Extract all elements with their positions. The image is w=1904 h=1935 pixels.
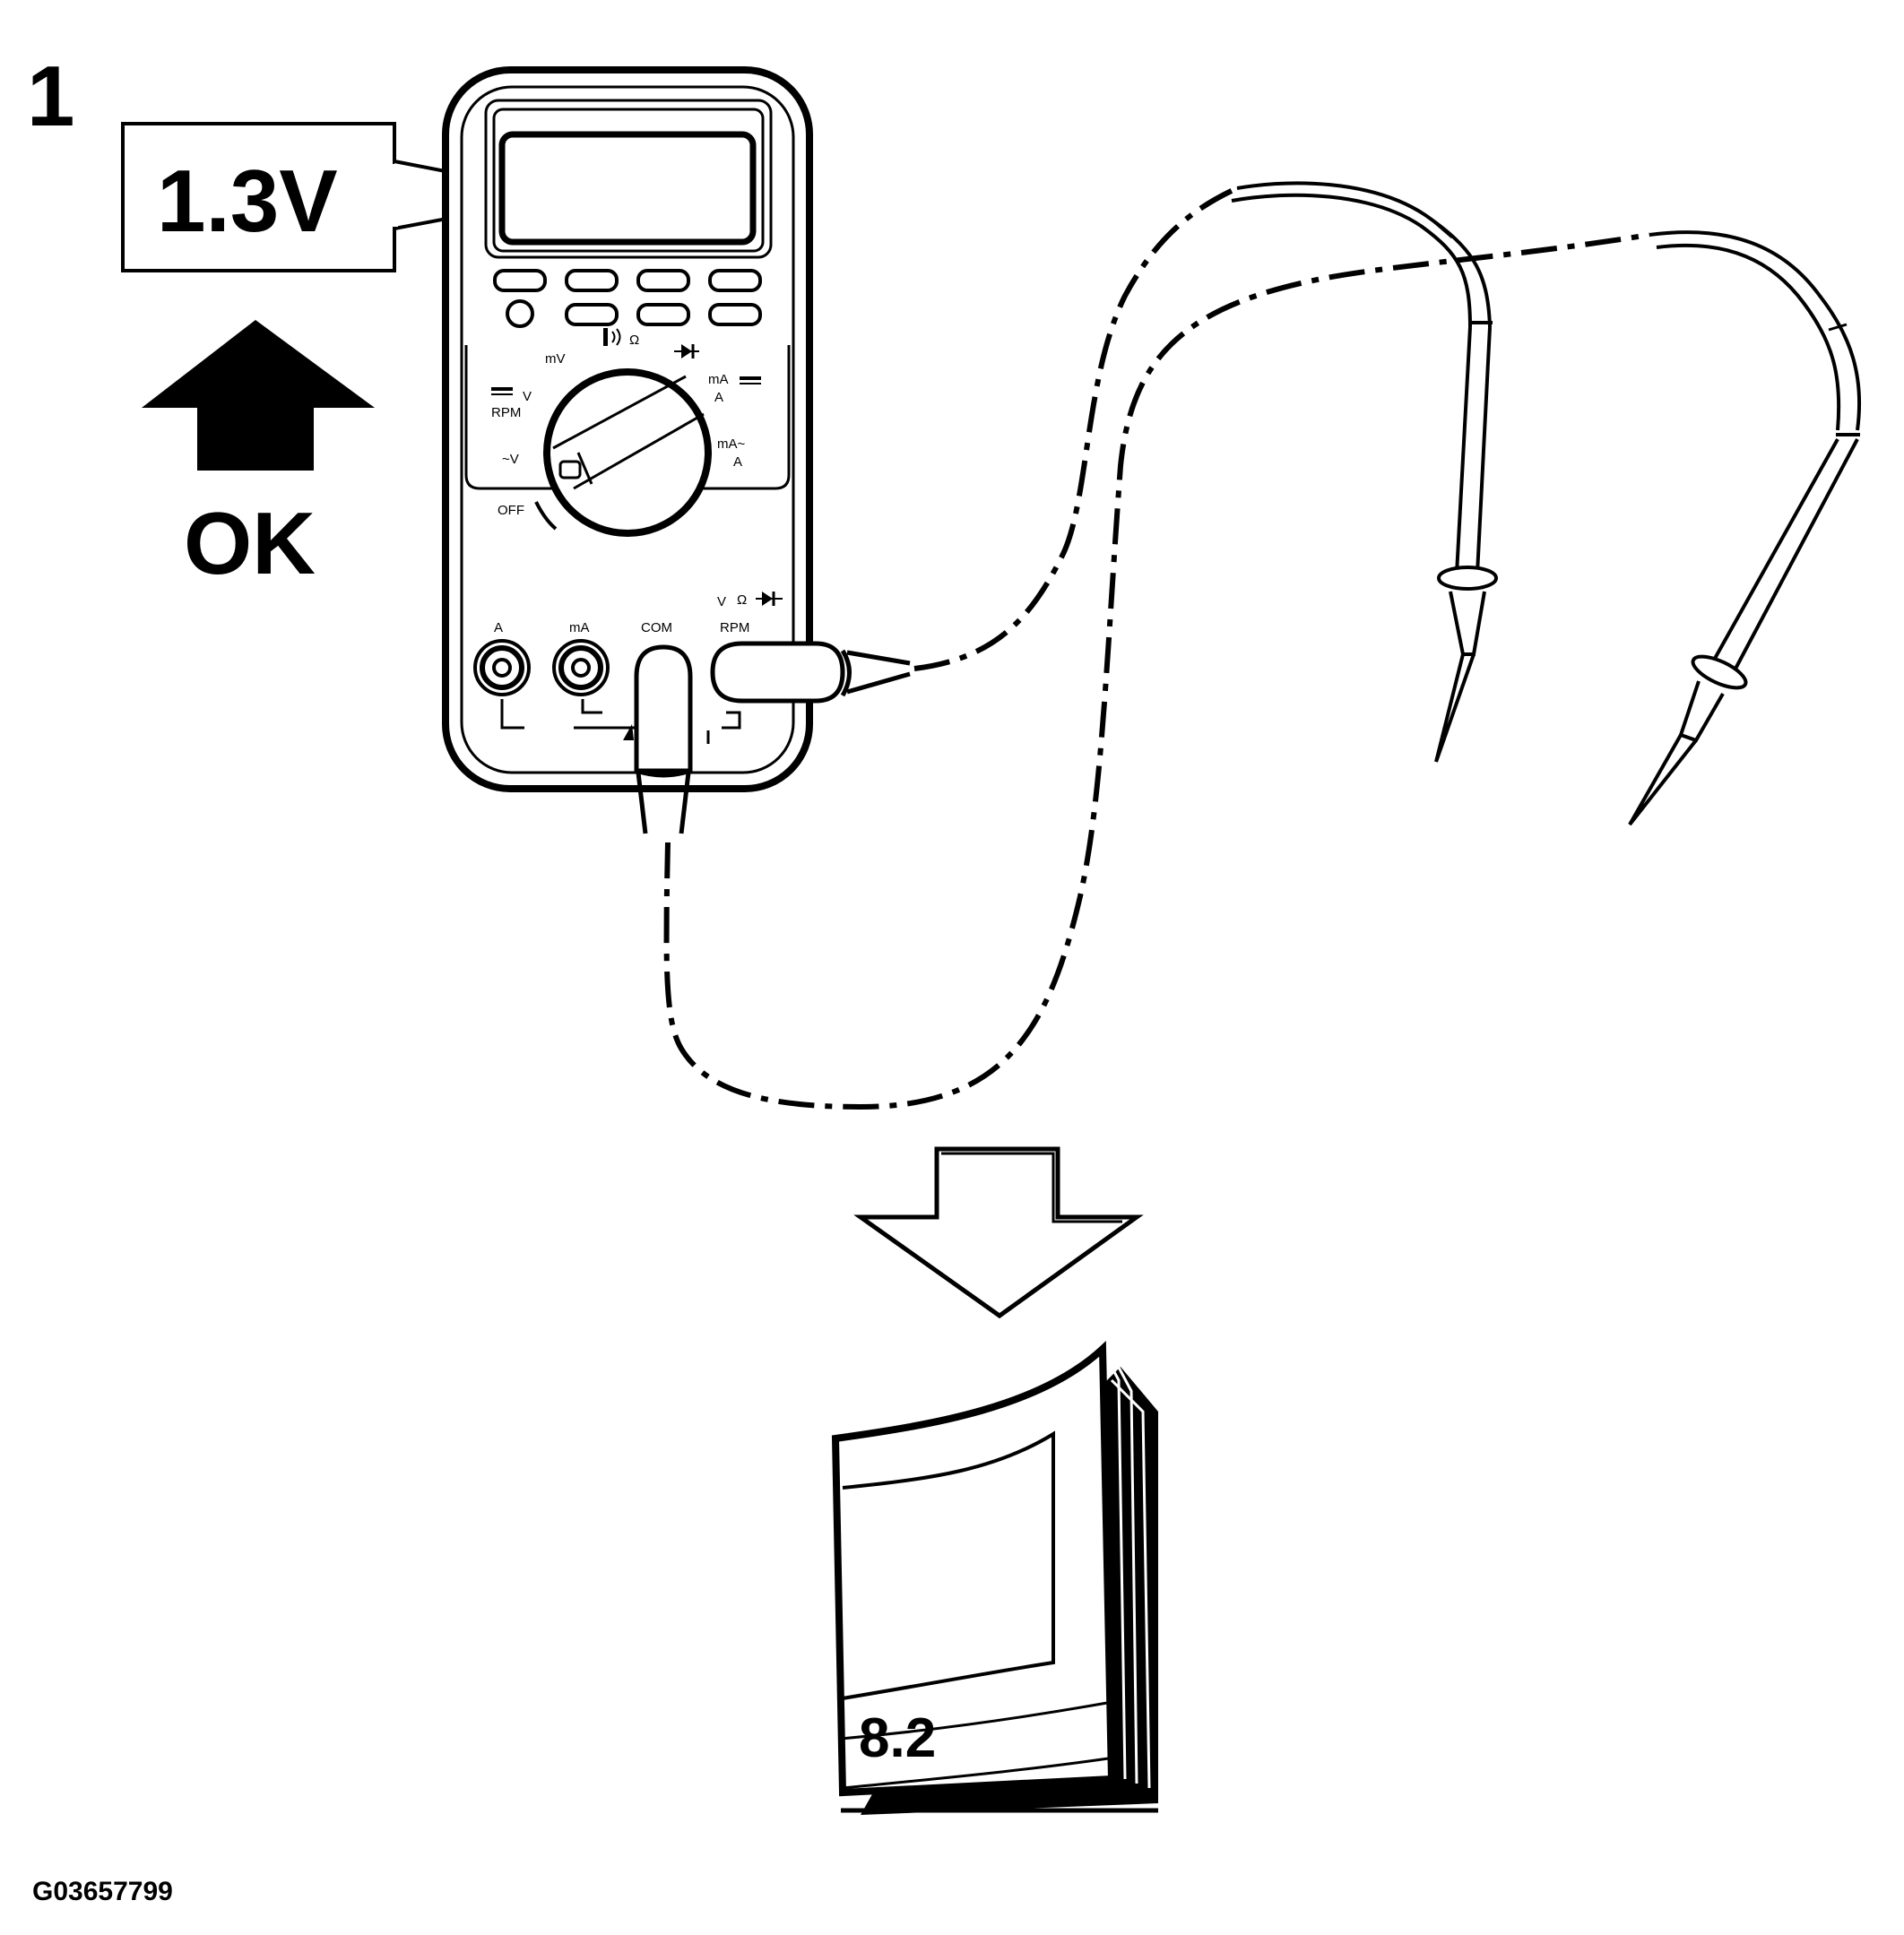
port-a bbox=[473, 639, 531, 696]
dial-label-a-ac: A bbox=[733, 454, 742, 470]
test-leads bbox=[663, 186, 1650, 1110]
dial-label-ohm: Ω bbox=[629, 333, 639, 348]
dc-symbol-icon bbox=[740, 376, 761, 384]
dc-symbol-icon bbox=[491, 387, 513, 395]
v-plug bbox=[710, 641, 911, 704]
manual-section-label: 8.2 bbox=[859, 1707, 936, 1769]
com-plug bbox=[634, 644, 693, 834]
dial-label-dc-v: V bbox=[523, 389, 532, 404]
port-label-v: V bbox=[717, 594, 726, 609]
ok-up-arrow-icon bbox=[142, 320, 375, 471]
dial-label-ma-dc: mA bbox=[708, 372, 729, 387]
port-ma bbox=[552, 639, 610, 696]
dial-label-ac-v: ~V bbox=[502, 452, 519, 467]
dial-labels: mV V RPM ~V OFF Ω mA bbox=[491, 328, 761, 518]
continuity-icon bbox=[603, 328, 621, 346]
probe-2 bbox=[1628, 230, 1862, 826]
port-label-ma: mA bbox=[569, 620, 590, 635]
dial-label-mv: mV bbox=[545, 351, 566, 367]
port-label-a: A bbox=[494, 620, 503, 635]
service-manual-icon: 8.2 bbox=[831, 1341, 1158, 1815]
meter-buttons bbox=[493, 269, 762, 328]
dial-label-off: OFF bbox=[498, 503, 524, 518]
probe-1 bbox=[1231, 181, 1498, 763]
diode-icon bbox=[674, 344, 699, 358]
multimeter: mV V RPM ~V OFF Ω mA bbox=[442, 66, 911, 834]
port-label-com: COM bbox=[641, 620, 672, 635]
down-arrow-icon bbox=[853, 1146, 1144, 1319]
rotary-dial bbox=[534, 368, 712, 537]
dial-label-a-dc: A bbox=[714, 390, 723, 405]
diode-icon bbox=[756, 592, 783, 606]
port-labels: A mA COM V Ω RPM bbox=[494, 592, 783, 635]
port-label-rpm: RPM bbox=[720, 620, 749, 635]
figure-code: G03657799 bbox=[32, 1877, 173, 1906]
dial-label-ma-ac: mA~ bbox=[717, 436, 746, 452]
dial-label-rpm: RPM bbox=[491, 405, 521, 420]
reading-value: 1.3V bbox=[157, 151, 338, 250]
port-label-ohm: Ω bbox=[737, 592, 747, 608]
step-number: 1 bbox=[27, 48, 74, 144]
ok-label: OK bbox=[184, 494, 316, 592]
